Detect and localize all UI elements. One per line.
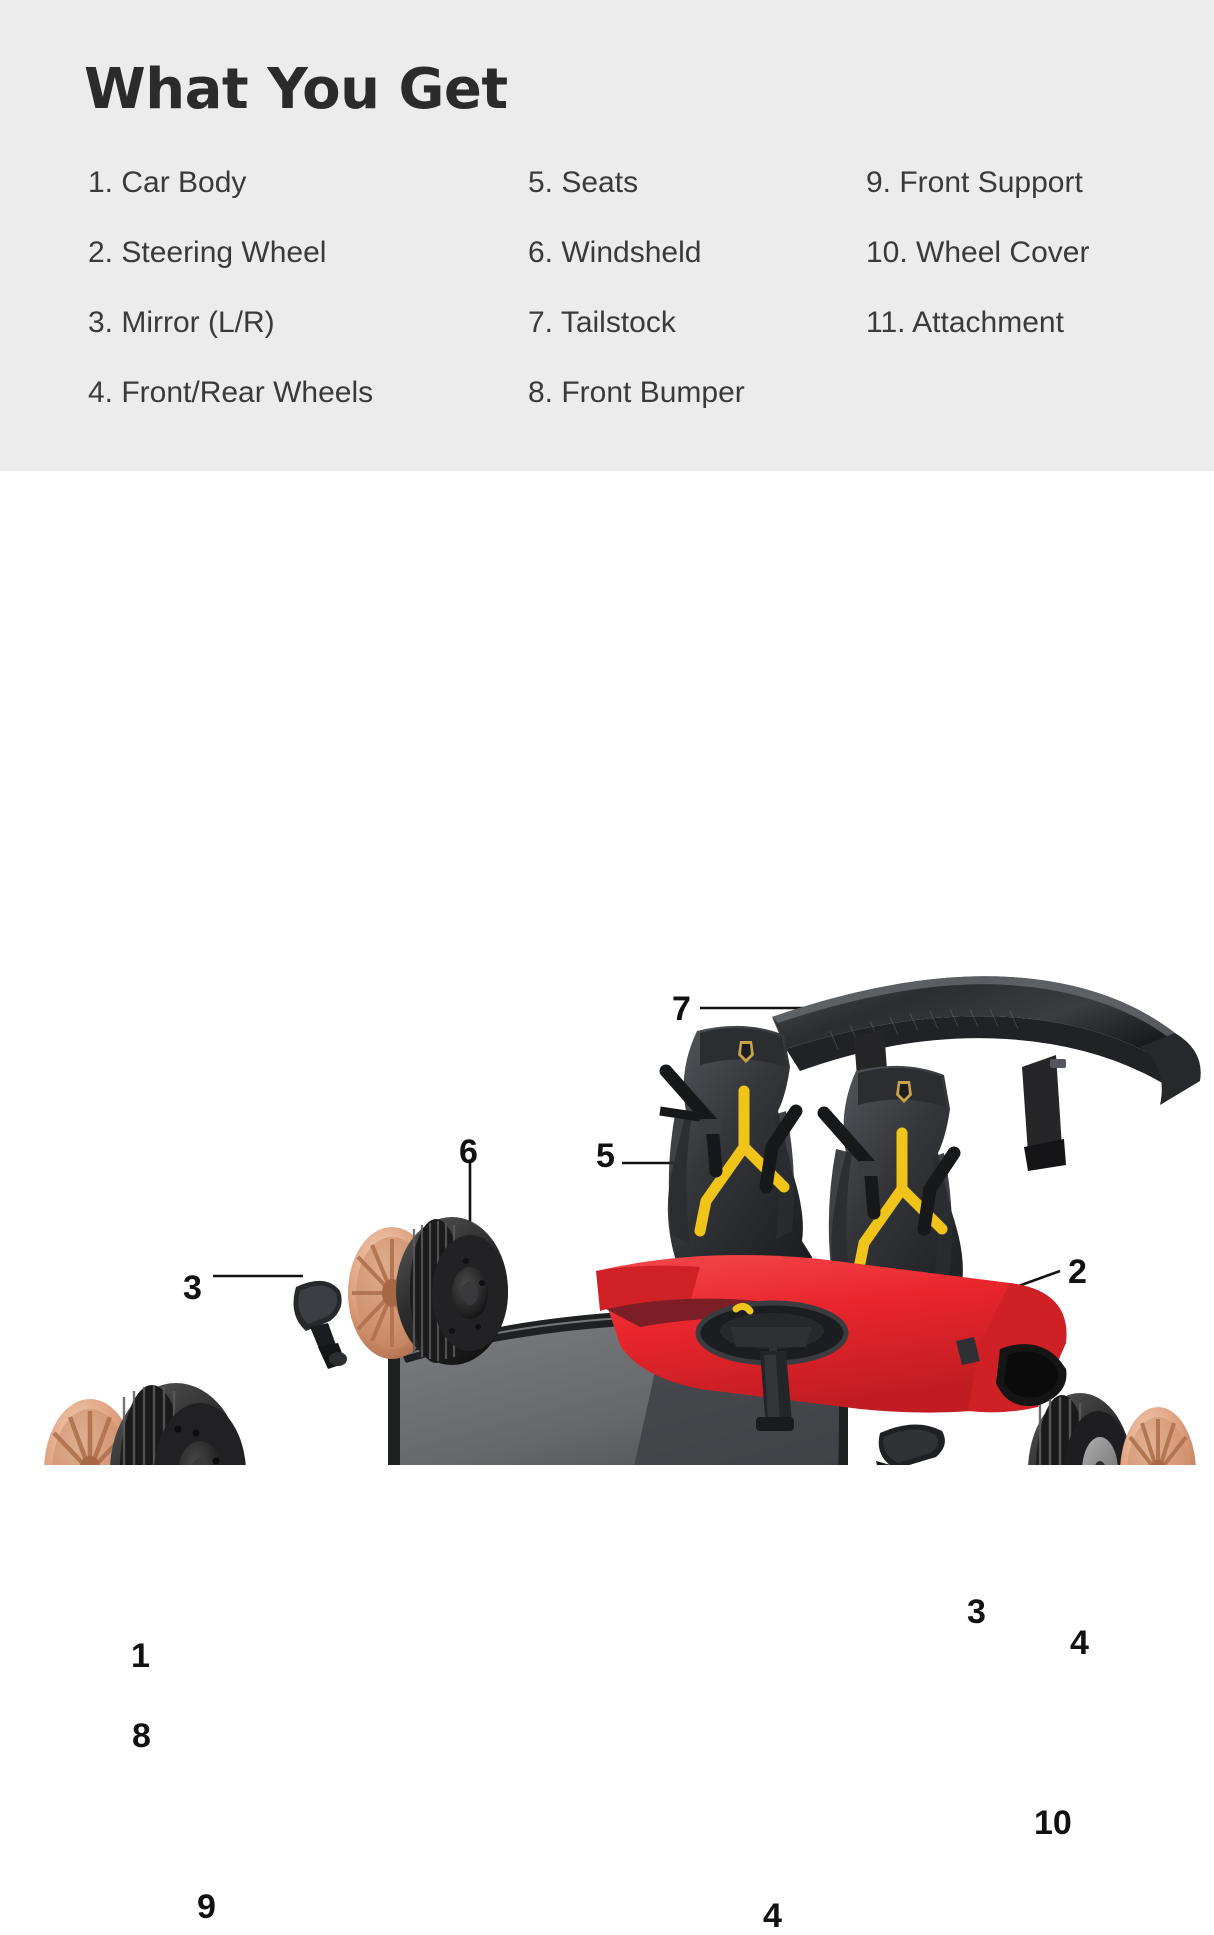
part-list-item: 1. Car Body	[88, 166, 247, 199]
callout-number-9: 9	[197, 1888, 216, 1926]
callout-number-4-right: 4	[1070, 1624, 1089, 1662]
part-list-item: 3. Mirror (L/R)	[88, 306, 275, 339]
part-list-item: 10. Wheel Cover	[866, 236, 1090, 269]
part-list-item: 9. Front Support	[866, 166, 1083, 199]
part-wheel-mid-left	[44, 1383, 246, 1465]
part-wheel-right	[1028, 1393, 1196, 1465]
parts-list-column-3: 9. Front Support 10. Wheel Cover 11. Att…	[866, 168, 1176, 378]
callout-number-2: 2	[1068, 1253, 1087, 1291]
part-steering-wheel	[695, 1300, 849, 1431]
parts-list-column-2: 5. Seats 6. Windsheld 7. Tailstock 8. Fr…	[528, 168, 858, 448]
callout-number-10: 10	[1034, 1804, 1072, 1842]
part-list-item: 8. Front Bumper	[528, 376, 745, 409]
part-list-item: 7. Tailstock	[528, 306, 676, 339]
exploded-parts-diagram: 7 6 5 3 2 3 4 1 8 10 9 4	[0, 471, 1214, 1933]
callout-number-5: 5	[596, 1137, 615, 1175]
callout-number-1: 1	[131, 1637, 150, 1675]
part-list-item: 5. Seats	[528, 166, 639, 199]
callout-number-3-right: 3	[967, 1593, 986, 1631]
what-you-get-header: What You Get 1. Car Body 2. Steering Whe…	[0, 0, 1214, 471]
callout-number-4-bottom: 4	[763, 1897, 782, 1935]
part-wheel-upper-left	[348, 1217, 508, 1365]
callout-number-3-left: 3	[183, 1269, 202, 1307]
part-list-item: 2. Steering Wheel	[88, 236, 327, 269]
parts-list-column-1: 1. Car Body 2. Steering Wheel 3. Mirror …	[88, 168, 508, 448]
callout-number-8: 8	[132, 1717, 151, 1755]
part-mirror-right-attached	[876, 1424, 945, 1465]
part-list-item: 11. Attachment	[866, 306, 1064, 339]
page-title: What You Get	[84, 57, 508, 122]
callout-number-7: 7	[672, 990, 691, 1028]
part-tailstock-spoiler	[772, 976, 1201, 1171]
part-list-item: 6. Windsheld	[528, 236, 702, 269]
part-list-item: 4. Front/Rear Wheels	[88, 376, 374, 409]
part-mirror-detached	[293, 1280, 347, 1369]
callout-number-6: 6	[459, 1133, 478, 1171]
